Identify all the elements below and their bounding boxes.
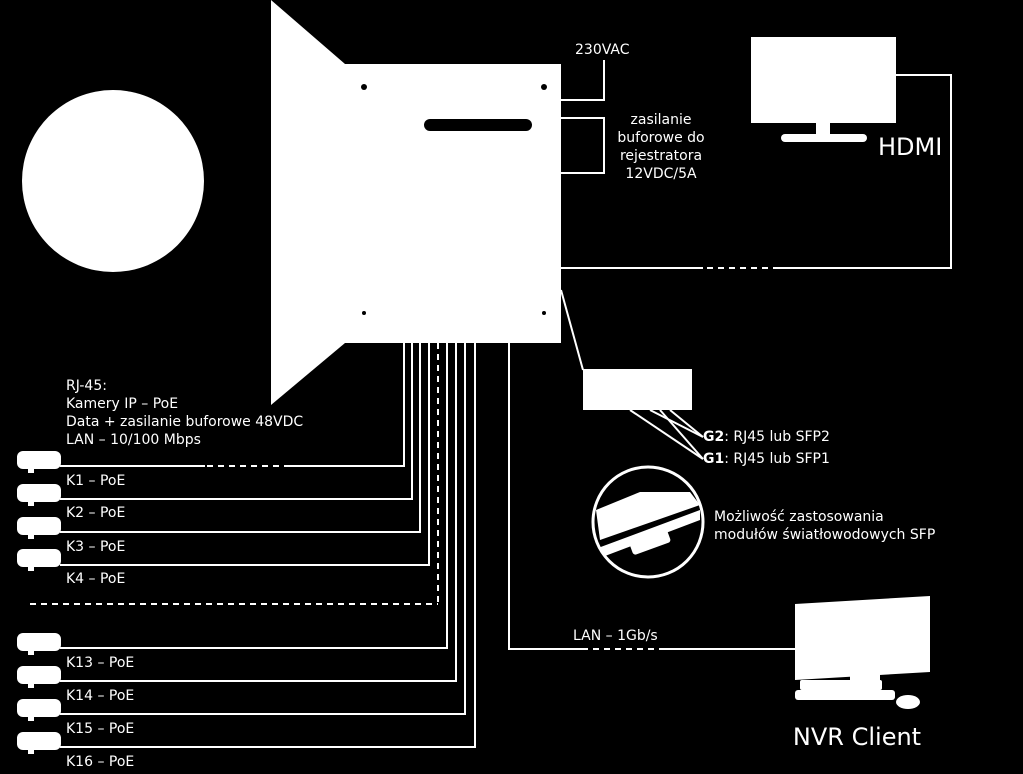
switch-cabinet <box>271 0 561 405</box>
nvr-client-label: NVR Client <box>793 723 921 751</box>
camera-wires <box>30 343 476 748</box>
camera-icon-k1 <box>17 451 61 473</box>
cabinet-vent <box>424 119 532 131</box>
port-label-k1: K1 – PoE <box>66 473 125 489</box>
buffer-power-line-1: zasilanie <box>631 112 692 128</box>
rj45-line-3: Data + zasilanie buforowe 48VDC <box>66 414 303 430</box>
camera-icon-k3 <box>17 517 61 539</box>
camera-icon-k16 <box>17 732 61 754</box>
port-label-k15: K15 – PoE <box>66 721 134 737</box>
monitor-icon <box>751 37 896 142</box>
power-label: 230VAC <box>575 42 630 58</box>
rj45-line-4: LAN – 10/100 Mbps <box>66 432 201 448</box>
port-label-k14: K14 – PoE <box>66 688 134 704</box>
port-label-k4: K4 – PoE <box>66 571 125 587</box>
rj45-line-2: Kamery IP – PoE <box>66 396 178 412</box>
lan-label: LAN – 1Gb/s <box>573 628 658 644</box>
camera-icon-k15 <box>17 699 61 721</box>
buffer-power-line-3: rejestratora <box>620 148 702 164</box>
buffer-power-line-2: buforowe do <box>617 130 704 146</box>
sfp-note-line-2: modułów światłowodowych SFP <box>714 527 935 543</box>
port-label-k2: K2 – PoE <box>66 505 125 521</box>
port-label-k16: K16 – PoE <box>66 754 134 770</box>
g1-label: G1: RJ45 lub SFP1 <box>703 451 830 467</box>
sfp-module-box <box>583 369 692 410</box>
camera-icon-k2 <box>17 484 61 506</box>
hdmi-label: HDMI <box>878 133 942 161</box>
cabinet-body <box>345 64 561 343</box>
rj45-line-1: RJ-45: <box>66 378 107 394</box>
buffer-power-line-4: 12VDC/5A <box>625 166 697 182</box>
camera-icon-k4 <box>17 549 61 571</box>
dome-camera-icon <box>22 90 204 272</box>
camera-icon-k13 <box>17 633 61 655</box>
port-label-k13: K13 – PoE <box>66 655 134 671</box>
nvr-client-computer-icon <box>795 596 930 709</box>
camera-icon-k14 <box>17 666 61 688</box>
sfp-zoom-icon <box>591 465 705 579</box>
g2-label: G2: RJ45 lub SFP2 <box>703 429 830 445</box>
sfp-note-line-1: Możliwość zastosowania <box>714 509 884 525</box>
port-label-k3: K3 – PoE <box>66 539 125 555</box>
cabinet-door <box>271 0 345 405</box>
